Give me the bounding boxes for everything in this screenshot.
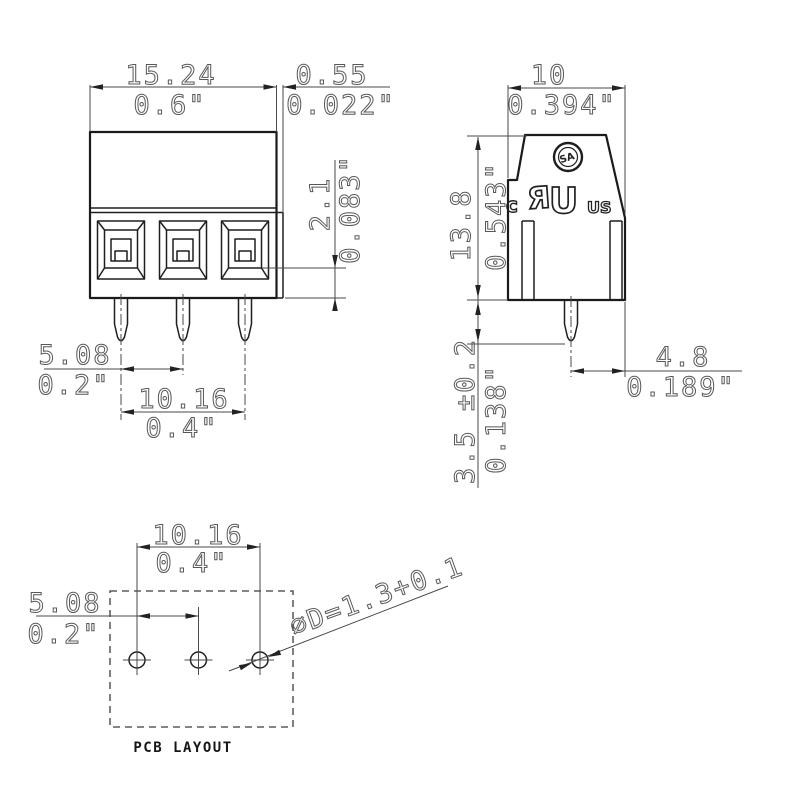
dim-front-span-mm: 10.16 [138, 384, 229, 415]
ul-logo-c: c [506, 193, 518, 217]
dim-front-width-mm: 15.24 [125, 60, 216, 91]
ul-logo-r: Я [526, 180, 551, 217]
dim-side-pin-mm: 3.5 ±0.2 [450, 338, 481, 484]
dim-front-pitch-in: 0.2" [37, 370, 110, 401]
dim-front-pitch-mm: 5.08 [38, 340, 111, 371]
pcb-layout: 10.16 0.4" 5.08 0.2" ∅D=1.3+0.1 PCB LAYO… [27, 520, 468, 757]
ul-logo: c Я U US [505, 180, 612, 223]
terminal-1 [96, 220, 146, 280]
pcb-holes [123, 543, 274, 675]
front-view: 15.24 0.6" 0.55 0.022" 2.1 0.083" 5.08 0… [37, 60, 396, 445]
pcb-outline [109, 590, 294, 728]
dim-pcb-hole-diameter-label: ∅D=1.3+0.1 [286, 551, 468, 643]
dim-front-width-in: 0.6" [133, 90, 206, 121]
front-body-outline [88, 130, 284, 300]
terminal-3 [220, 220, 270, 280]
dim-pcb-pitch-in: 0.2" [27, 619, 100, 650]
dim-pcb-span: 10.16 0.4" [137, 520, 260, 580]
front-pins [113, 294, 253, 420]
dim-pcb-span-in: 0.4" [155, 548, 228, 579]
dim-front-pitch: 5.08 0.2" 10.16 0.4" [37, 340, 245, 445]
dim-side-height-mm: 13.8 [446, 188, 477, 261]
dim-side-pin-offset-mm: 4.8 [656, 342, 711, 373]
dim-front-step-mm: 2.1 [305, 177, 336, 232]
dim-front-width: 15.24 0.6" 0.55 0.022" [89, 60, 396, 213]
dim-side-pin-offset-in: 0.189" [626, 372, 736, 403]
side-legs [521, 220, 623, 299]
dim-side-depth: 10 0.394" [507, 60, 626, 214]
terminal-openings [96, 220, 270, 280]
dim-pcb-pitch-mm: 5.08 [28, 588, 101, 619]
dim-front-offset-in: 0.022" [286, 90, 396, 121]
side-view: SA c Я U US 10 0.394" 13.8 0.543" 3.5 ±0… [446, 60, 742, 488]
ul-logo-us: US [587, 198, 612, 217]
dim-pcb-span-mm: 10.16 [152, 520, 243, 551]
dim-front-step-in: 0.083" [335, 154, 366, 264]
dim-front-offset-mm: 0.55 [295, 60, 368, 91]
dim-side-depth-mm: 10 [531, 60, 568, 91]
dim-side-pin-in: 0.138" [481, 364, 512, 474]
dim-side-depth-in: 0.394" [507, 90, 617, 121]
dim-front-step: 2.1 0.083" [262, 154, 367, 311]
ul-logo-u: U [549, 181, 578, 222]
side-body-outline [506, 133, 627, 302]
dim-side-height: 13.8 0.543" 3.5 ±0.2 0.138" [446, 135, 565, 488]
side-pin [563, 296, 579, 377]
csa-logo: SA [552, 141, 584, 173]
pcb-layout-caption: PCB LAYOUT [133, 740, 232, 756]
dim-front-span-in: 0.4" [145, 413, 218, 444]
terminal-2 [158, 220, 208, 280]
csa-logo-text: SA [558, 151, 576, 166]
dim-pcb-pitch: 5.08 0.2" [27, 588, 199, 651]
dim-side-pin-offset: 4.8 0.189" [571, 302, 742, 404]
dim-side-height-in: 0.543" [481, 161, 512, 271]
